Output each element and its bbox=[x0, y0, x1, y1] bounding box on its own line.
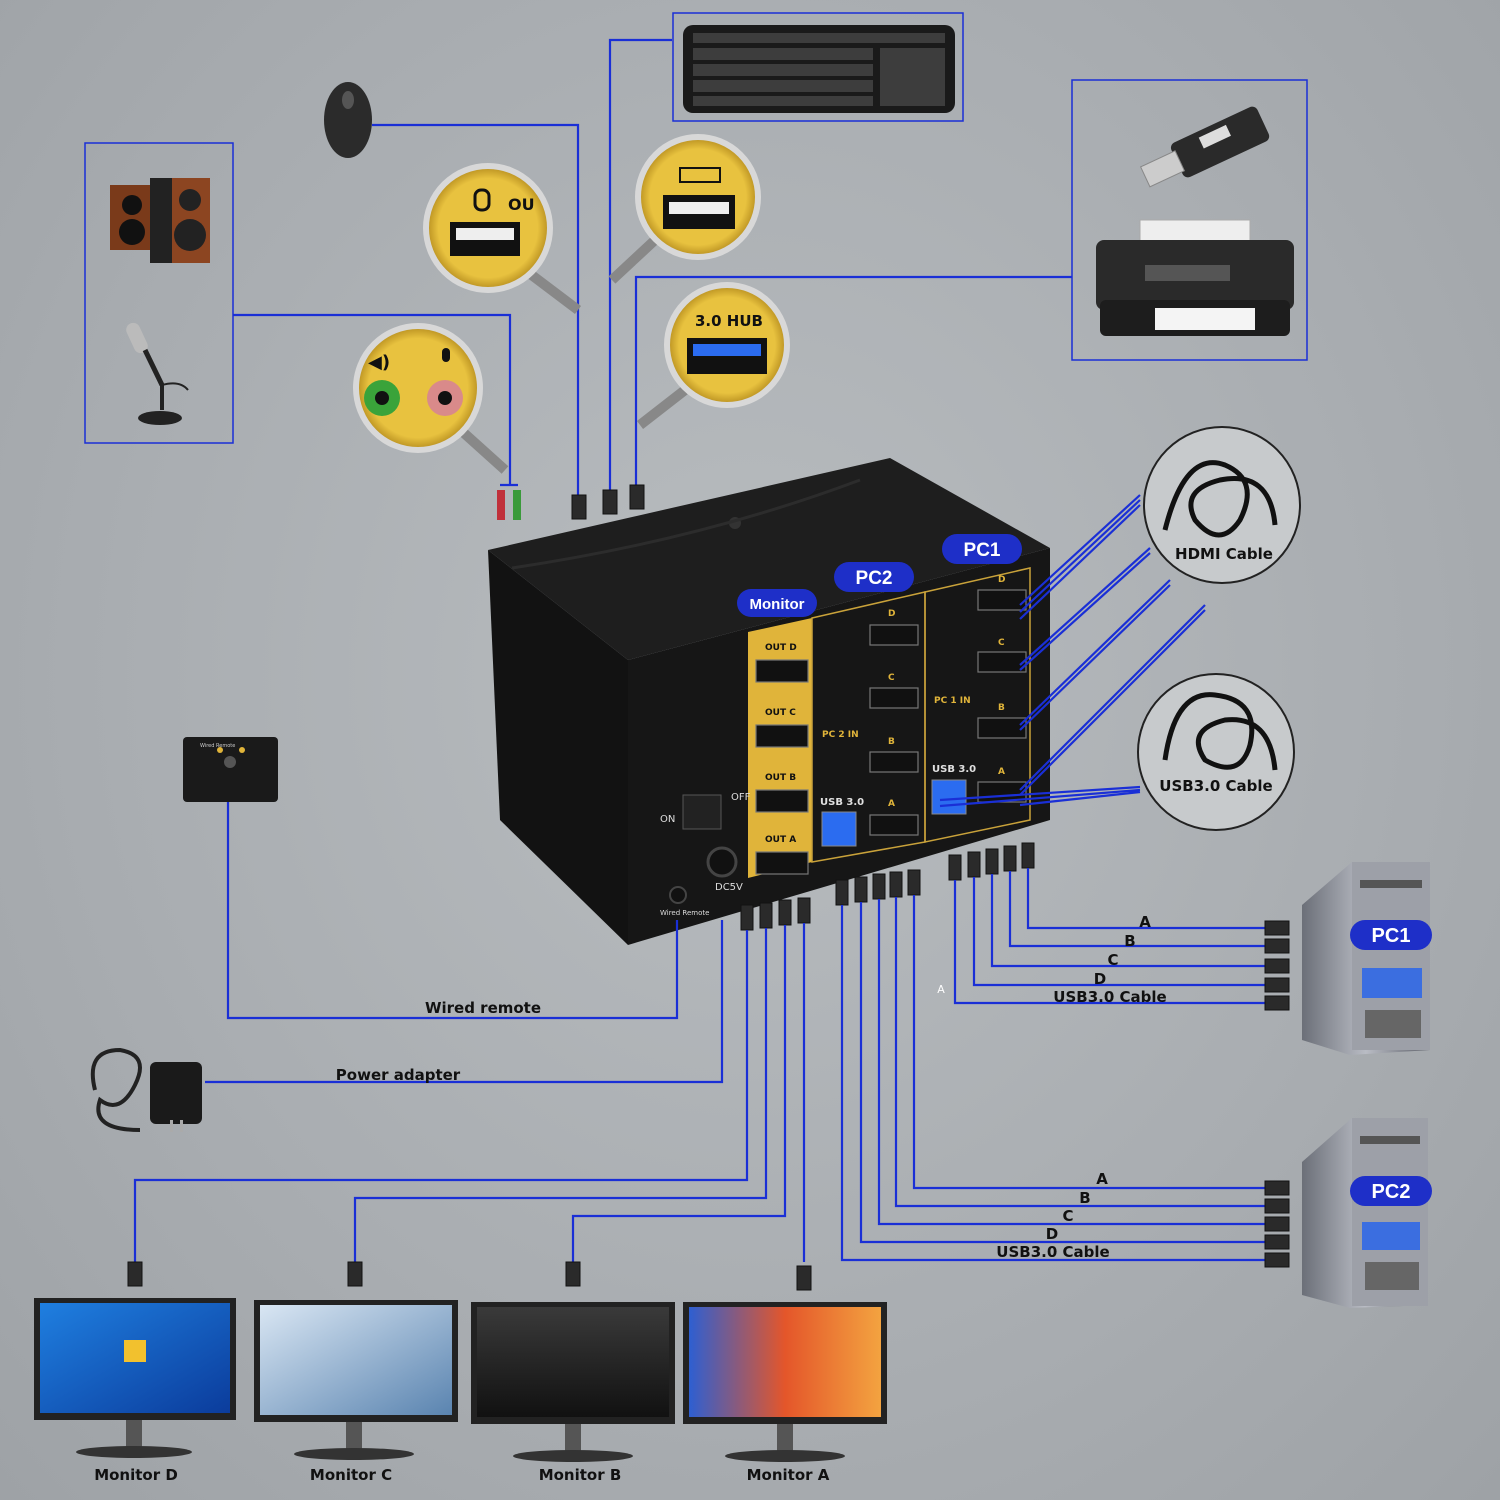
mic-symbol-icon bbox=[442, 348, 450, 362]
keyboard-icon bbox=[683, 25, 955, 113]
pc1-port-b: B bbox=[998, 703, 1005, 713]
pc2-line-b: B bbox=[1079, 1189, 1090, 1207]
hdmi-cable-label: HDMI Cable bbox=[1175, 545, 1273, 563]
monitor-d: Monitor D bbox=[34, 1298, 236, 1484]
printer-icon bbox=[1096, 219, 1294, 336]
hdmi-cable-callout: HDMI Cable bbox=[1143, 426, 1301, 584]
top-wires bbox=[233, 38, 1072, 495]
monitor-c: Monitor C bbox=[254, 1300, 458, 1484]
magnifier-mouse-label: OU bbox=[508, 195, 535, 214]
remote-jack bbox=[669, 886, 687, 904]
remote-wire bbox=[226, 802, 679, 1020]
speaker-symbol-icon: ◀) bbox=[368, 352, 390, 373]
power-adapter-label: Power adapter bbox=[336, 1066, 461, 1084]
mouse-icon bbox=[324, 82, 372, 158]
audio-box bbox=[84, 142, 234, 444]
pc1-pill: PC1 bbox=[964, 540, 1001, 561]
pc1-stray-a: A bbox=[937, 983, 945, 996]
power-adapter-icon bbox=[90, 1047, 202, 1132]
pc1-tower-icon: PC1 bbox=[1302, 862, 1432, 1055]
magnifier-audio-ports: ◀) bbox=[353, 323, 509, 474]
kvm-switch bbox=[488, 458, 1050, 945]
pc1-port-a: A bbox=[998, 767, 1005, 777]
pc2-input-ports: D C B A PC 2 IN USB 3.0 bbox=[820, 609, 919, 847]
monitor-b: Monitor B bbox=[471, 1302, 675, 1484]
monitor-wires bbox=[127, 923, 812, 1291]
monitor-a-label: Monitor A bbox=[747, 1466, 830, 1484]
pc1-line-a: A bbox=[1139, 913, 1151, 931]
out-c-label: OUT C bbox=[765, 708, 796, 718]
microphone-icon bbox=[126, 322, 189, 425]
keyboard-box bbox=[672, 12, 964, 122]
pc2-port-c: C bbox=[888, 673, 895, 683]
pc2-port-a: A bbox=[888, 799, 895, 809]
hdmi-cable-icon bbox=[1162, 460, 1278, 538]
usb3-cable-icon bbox=[1162, 692, 1278, 771]
wired-remote-port-label: Wired Remote bbox=[660, 909, 709, 917]
pc2-tower-icon: PC2 bbox=[1302, 1118, 1432, 1308]
monitor-b-label: Monitor B bbox=[539, 1466, 622, 1484]
pc1-usb-label: USB 3.0 bbox=[932, 764, 976, 775]
pc2-line-a: A bbox=[1096, 1170, 1108, 1188]
power-wire bbox=[205, 920, 724, 1084]
monitor-c-label: Monitor C bbox=[310, 1466, 392, 1484]
pc1-line-usb: USB3.0 Cable bbox=[1053, 988, 1166, 1006]
pc2-pill: PC2 bbox=[856, 568, 893, 589]
wired-remote-label: Wired remote bbox=[425, 999, 541, 1017]
usb-peripherals-box bbox=[1071, 79, 1308, 361]
pc2-wires bbox=[840, 895, 1265, 1262]
kvm-side-controls: ON OFF DC5V Wired Remote bbox=[660, 792, 751, 917]
monitor-output-ports: OUT D OUT C OUT B OUT A bbox=[755, 643, 809, 875]
speaker-icon bbox=[110, 178, 210, 263]
pc1-line-d: D bbox=[1094, 970, 1106, 988]
pc2-line-d: D bbox=[1046, 1225, 1058, 1243]
pc1-wires bbox=[953, 868, 1265, 1005]
pc1-port-c: C bbox=[998, 638, 1005, 648]
power-switch[interactable] bbox=[682, 794, 722, 830]
out-b-label: OUT B bbox=[765, 773, 796, 783]
monitor-a: Monitor A bbox=[683, 1302, 887, 1484]
pc2-port-b: B bbox=[888, 737, 895, 747]
pc1-tower-label: PC1 bbox=[1372, 925, 1411, 947]
magnifier-mouse-port: OU bbox=[423, 163, 582, 314]
monitor-pill: Monitor bbox=[750, 596, 805, 613]
pc2-line-c: C bbox=[1062, 1207, 1073, 1225]
dc-jack bbox=[706, 846, 738, 878]
pc2-tower-label: PC2 bbox=[1372, 1181, 1411, 1203]
pc2-port-d: D bbox=[888, 609, 895, 619]
dc5v-label: DC5V bbox=[715, 882, 743, 893]
section-pills: Monitor PC2 PC1 bbox=[737, 534, 1022, 617]
out-d-label: OUT D bbox=[765, 643, 797, 653]
pc1-in-label: PC 1 IN bbox=[934, 696, 971, 706]
magnifier-usb-hub: 3.0 HUB bbox=[636, 282, 790, 429]
monitor-d-label: Monitor D bbox=[94, 1466, 178, 1484]
kvm-bottom-plugs bbox=[740, 842, 1035, 931]
out-a-label: OUT A bbox=[765, 835, 796, 845]
pc1-line-b: B bbox=[1124, 932, 1135, 950]
remote-device-title: Wired Remote bbox=[200, 743, 235, 749]
pc1-input-ports: D C B A PC 1 IN USB 3.0 bbox=[931, 575, 1027, 815]
pc1-line-c: C bbox=[1107, 951, 1118, 969]
top-plugs bbox=[497, 484, 645, 520]
pc-side-plugs bbox=[1264, 920, 1290, 1268]
wired-remote: Wired Remote bbox=[183, 737, 278, 802]
pc2-line-usb: USB3.0 Cable bbox=[996, 1243, 1109, 1261]
pc2-in-label: PC 2 IN bbox=[822, 730, 859, 740]
pc2-usb-label: USB 3.0 bbox=[820, 797, 864, 808]
usb-drive-icon bbox=[1139, 106, 1270, 188]
magnifier-keyboard-port bbox=[608, 134, 761, 284]
cable-arrows bbox=[939, 494, 1206, 808]
pc1-port-d: D bbox=[998, 575, 1005, 585]
switch-on-label: ON bbox=[660, 814, 675, 825]
usb3-cable-label: USB3.0 Cable bbox=[1159, 777, 1272, 795]
switch-off-label: OFF bbox=[731, 792, 751, 803]
usb-hub-label: 3.0 HUB bbox=[695, 312, 763, 330]
usb3-cable-callout: USB3.0 Cable bbox=[1137, 673, 1295, 831]
